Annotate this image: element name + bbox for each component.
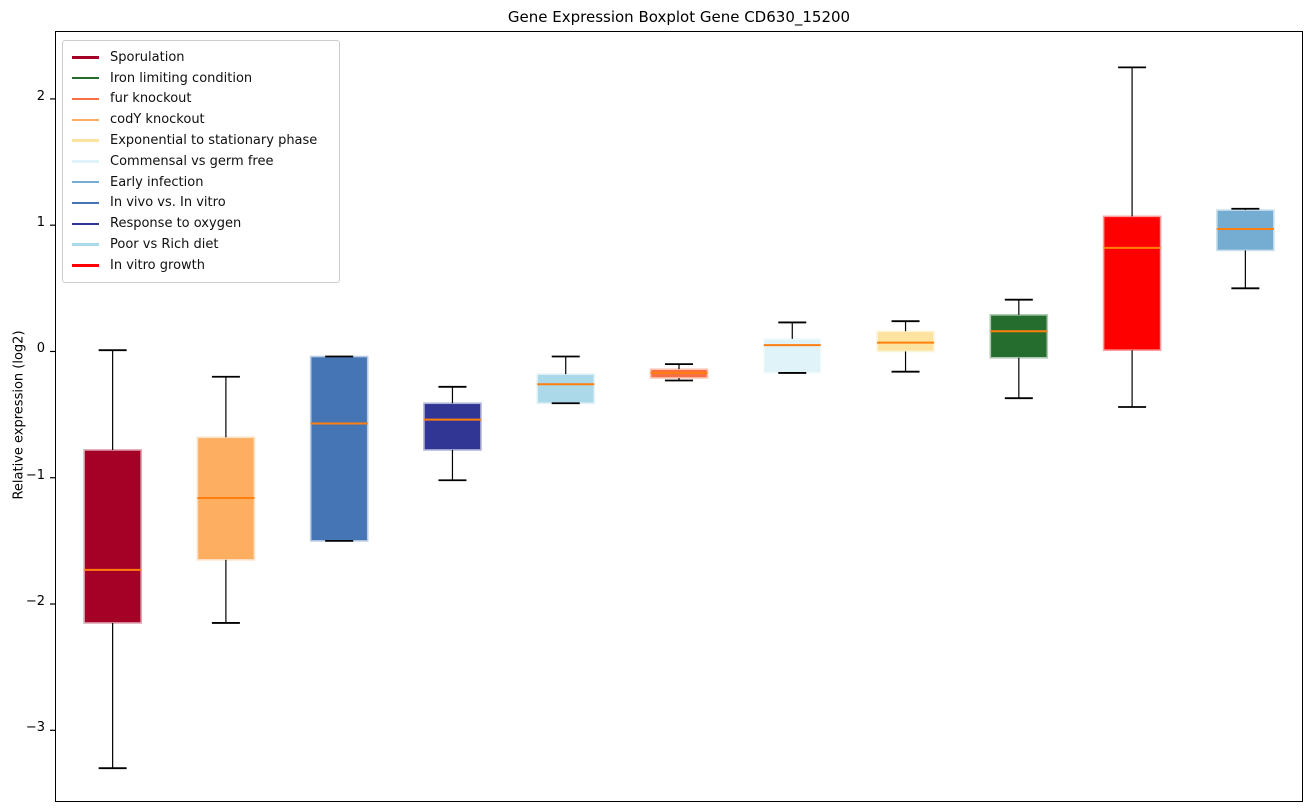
legend-item: Sporulation [72, 47, 330, 68]
legend-item: fur knockout [72, 89, 330, 110]
boxplot-box-commensal-vs-germ-free [762, 321, 822, 374]
boxplot-box-poor-vs-rich-diet [536, 355, 596, 405]
boxplot-box-exponential-to-stationary-phase [876, 320, 935, 373]
legend-label: Commensal vs germ free [110, 153, 274, 169]
legend-item: Iron limiting condition [72, 68, 330, 89]
legend-item: codY knockout [72, 109, 330, 130]
legend-item: Exponential to stationary phase [72, 130, 330, 151]
legend-label: Response to oxygen [110, 216, 242, 232]
y-tick-label: −1 [25, 467, 45, 483]
legend-swatch [72, 160, 99, 163]
legend-item: Response to oxygen [72, 213, 330, 234]
legend-swatch [72, 76, 99, 80]
boxplot-box-in-vitro-growth [1102, 66, 1162, 408]
legend-swatch [72, 264, 99, 267]
boxplot-box-early-infection [1216, 207, 1275, 290]
y-tick-label: 1 [36, 215, 45, 231]
legend-swatch [72, 139, 99, 142]
y-tick-label: −2 [25, 594, 45, 609]
legend-label: fur knockout [110, 91, 192, 107]
legend-item: Poor vs Rich diet [72, 234, 330, 255]
boxplot-canvas [50, 66, 1275, 770]
boxplot-box-response-to-oxygen [423, 385, 482, 482]
boxplot-box-fur-knockout [649, 363, 709, 382]
legend-item: Commensal vs germ free [72, 151, 330, 172]
legend-label: In vivo vs. In vitro [110, 195, 226, 211]
y-tick-label: 2 [36, 88, 45, 104]
legend-label: Poor vs Rich diet [110, 237, 219, 253]
legend-item: In vivo vs. In vitro [72, 193, 330, 214]
legend-swatch [72, 56, 99, 59]
legend-swatch [72, 201, 99, 205]
legend-swatch [72, 97, 99, 101]
legend-swatch [72, 118, 99, 122]
legend-label: In vitro growth [110, 257, 205, 273]
legend-label: Sporulation [110, 49, 185, 65]
y-tick-label: −3 [25, 720, 45, 736]
legend-swatch [72, 222, 99, 226]
legend-item: In vitro growth [72, 255, 330, 276]
legend-item: Early infection [72, 172, 330, 193]
legend-label: codY knockout [110, 112, 205, 128]
legend-label: Exponential to stationary phase [110, 133, 318, 149]
legend-swatch [72, 180, 99, 184]
legend-swatch [72, 243, 99, 246]
boxplot-box-cody-knockout [196, 375, 256, 624]
chart-title: Gene Expression Boxplot Gene CD630_15200 [507, 8, 851, 26]
boxplot-box-sporulation [83, 349, 142, 770]
y-tick-label: 0 [36, 341, 45, 357]
boxplot-box-iron-limiting-condition [989, 298, 1049, 400]
boxplot-box-in-vivo-vs-in-vitro [309, 355, 369, 542]
legend-label: Iron limiting condition [110, 70, 253, 86]
legend-label: Early infection [110, 174, 204, 190]
